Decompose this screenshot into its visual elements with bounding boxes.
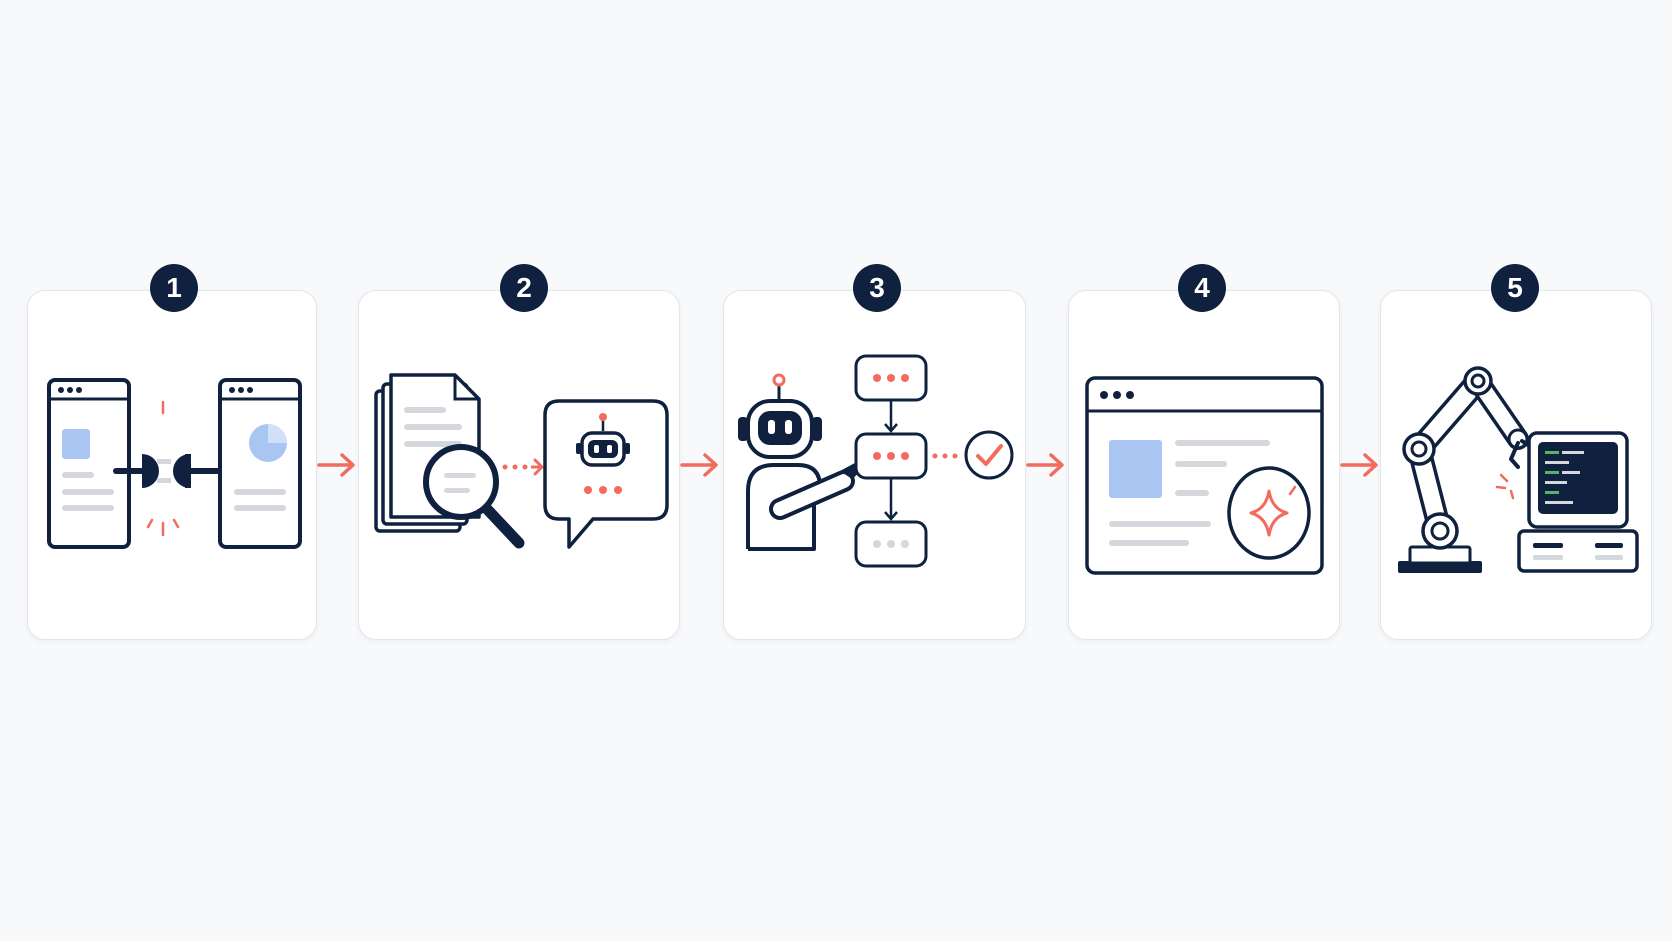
- step-2-number-badge: 2: [500, 264, 548, 312]
- computer-terminal-icon: [1517, 431, 1639, 573]
- step-4-card: [1068, 290, 1340, 640]
- step-3-card: [723, 290, 1026, 640]
- step-2-card: [358, 290, 680, 640]
- step-3-number-badge: 3: [853, 264, 901, 312]
- robot-icon: [738, 373, 868, 551]
- robot-arm-icon: [1398, 366, 1539, 573]
- step-5-card: [1380, 290, 1652, 640]
- plug-connector-icon: [113, 400, 221, 537]
- checkmark-circle-icon: [964, 430, 1014, 480]
- step-5-number-badge: 5: [1491, 264, 1539, 312]
- robot-chat-bubble-icon: [543, 399, 669, 549]
- flow-arrow-1-to-2: [317, 453, 355, 477]
- step-1-number-badge: 1: [150, 264, 198, 312]
- workflow-boxes-icon: [854, 354, 928, 568]
- step-1-card: [27, 290, 317, 640]
- connector-dotted-arrow: [502, 458, 544, 476]
- flow-arrow-4-to-5: [1340, 453, 1378, 477]
- flow-arrow-3-to-4: [1026, 453, 1064, 477]
- magnifier-icon: [423, 444, 525, 549]
- step-4-number-badge: 4: [1178, 264, 1226, 312]
- browser-window-icon: [47, 378, 131, 549]
- flow-arrow-2-to-3: [680, 453, 718, 477]
- browser-window-icon: [218, 378, 302, 549]
- sparkle-icon: [1227, 466, 1311, 560]
- connector-dotted-arrow: [932, 453, 958, 459]
